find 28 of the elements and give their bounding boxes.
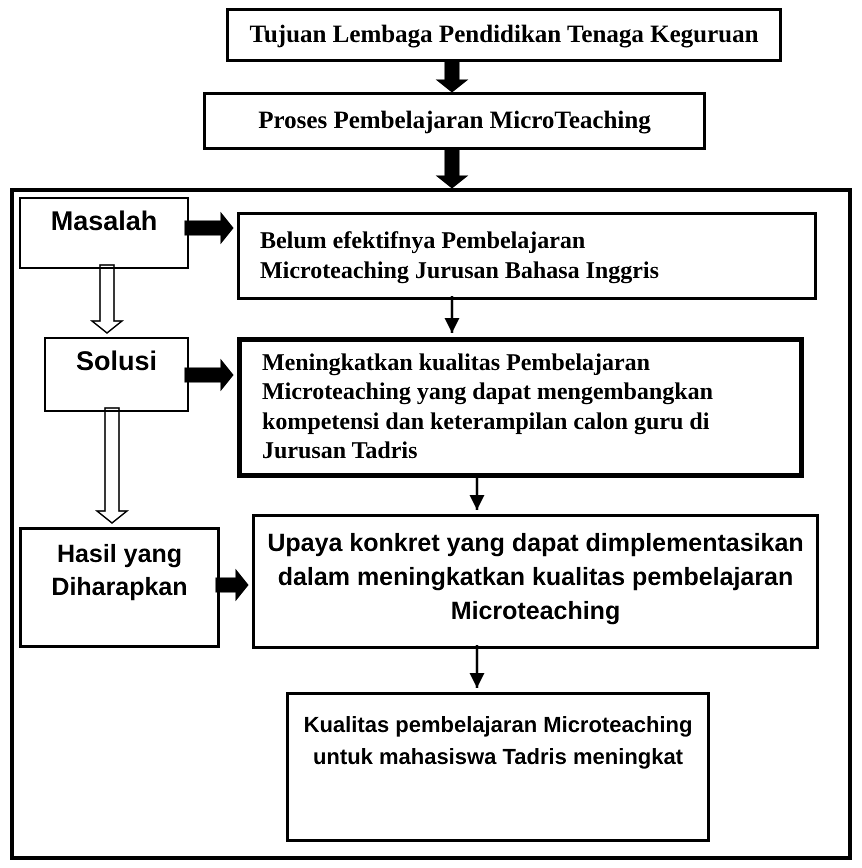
box-text: Upaya konkret yang dapat dimplementasikan dalam meningkatkan kualitas pembelajaran Microteaching <box>266 528 805 626</box>
process-box <box>286 692 710 842</box>
block-arrow <box>436 150 468 189</box>
box-text: Proses Pembelajaran MicroTeaching <box>258 106 651 136</box>
box-text: Hasil yang Diharapkan <box>50 539 189 602</box>
box-text: Belum efektifnya Pembelajaran Microteaching Jurusan Bahasa Inggris <box>260 227 660 286</box>
process-box <box>19 527 220 648</box>
block-arrow <box>184 212 234 244</box>
box-text: Tujuan Lembaga Pendidikan Tenaga Keguruan <box>250 20 758 50</box>
arrow <box>470 645 484 688</box>
box-text: Solusi <box>76 345 157 378</box>
process-box <box>44 337 189 412</box>
process-box <box>203 92 706 150</box>
process-box <box>237 212 817 300</box>
box-text: Kualitas pembelajaran Microteaching untuk mahasiswa Tadris meningkat <box>303 711 693 771</box>
process-box <box>252 514 819 649</box>
frame-box <box>10 188 852 860</box>
process-box <box>19 197 189 269</box>
block-arrow <box>184 358 234 392</box>
hollow-arrow <box>94 407 130 524</box>
process-box <box>237 337 804 478</box>
box-text: Masalah <box>50 205 158 238</box>
block-arrow <box>436 62 468 93</box>
process-box <box>226 8 782 62</box>
box-text: Meningkatkan kualitas Pembelajaran Microteaching yang dapat mengembangkan kompetensi dan keterampilan calon guru di Jurusan Tadris <box>262 348 714 466</box>
block-arrow <box>216 568 249 602</box>
hollow-arrow <box>90 264 124 334</box>
arrow <box>444 296 460 333</box>
